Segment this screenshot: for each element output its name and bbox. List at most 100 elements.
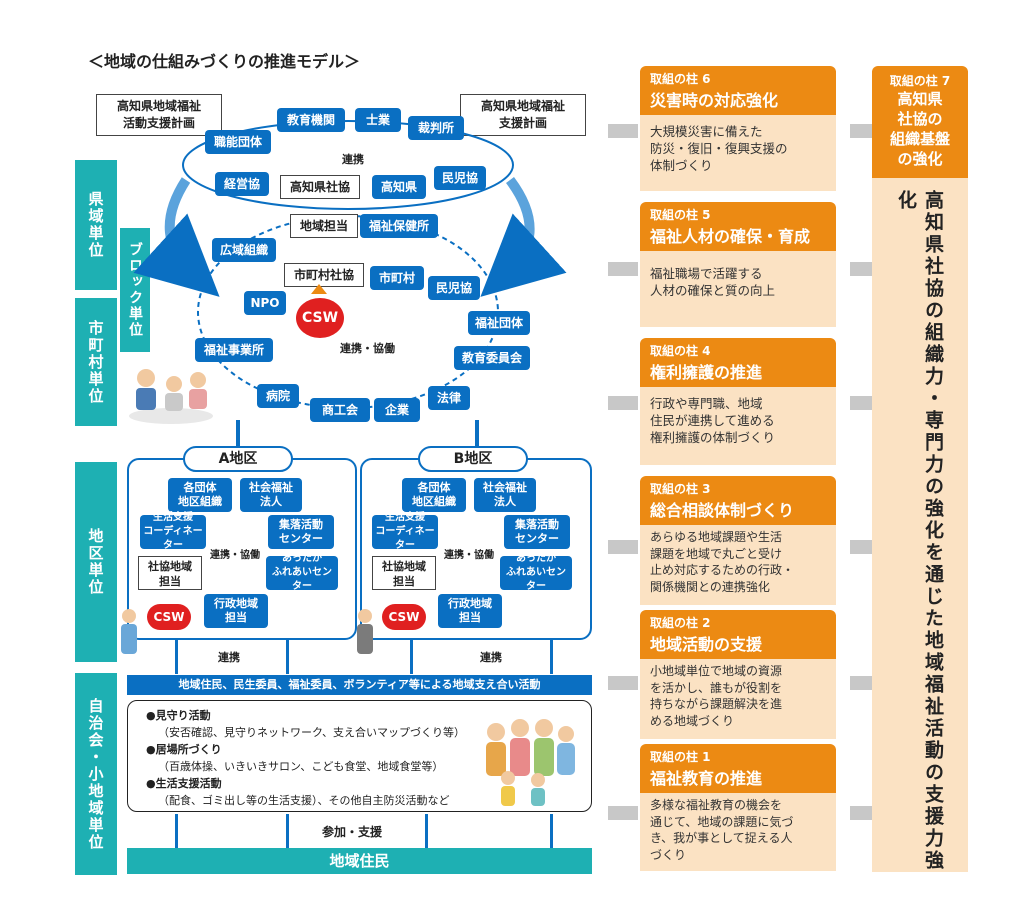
pillar-2-num: 取組の柱 2 xyxy=(650,616,711,630)
grey-arrow-3 xyxy=(608,540,638,554)
plan-left-line1: 高知県地域福祉 xyxy=(116,99,201,113)
district-b-shakyo: 社協地域担当 xyxy=(372,556,436,590)
pillar-3-title: 総合相談体制づくり xyxy=(650,501,795,520)
a-gyosei-1: 行政地域 xyxy=(214,597,258,610)
pillar-2-body-2: を活かし、誰もが役割を xyxy=(650,680,783,695)
pillar-3-body-3: 止め対応するための行政・ xyxy=(650,563,795,577)
level-community: 自治会・小地域単位 xyxy=(75,673,117,875)
b-org-1: 各団体 xyxy=(417,481,451,494)
grey-arrow-2 xyxy=(608,676,638,690)
grey-arrow-7-3 xyxy=(850,540,872,554)
node-hospital: 病院 xyxy=(257,384,299,408)
node-shigyo: 士業 xyxy=(355,108,401,132)
node-shokokai: 商工会 xyxy=(310,398,370,422)
node-keieikyo: 経営協 xyxy=(215,172,269,196)
family-illustration xyxy=(486,719,575,806)
pillar-1-num: 取組の柱 1 xyxy=(650,750,711,764)
arrow-a-2 xyxy=(286,640,289,674)
prefecture-link-label: 連携 xyxy=(342,153,364,166)
district-a-shakyo: 社協地域担当 xyxy=(138,556,202,590)
pillar-1-body-4: づくり xyxy=(650,847,687,862)
b-coord-2: コーディネーター xyxy=(375,526,435,551)
pillar-5-body-2: 人材の確保と質の向上 xyxy=(650,283,776,298)
district-b-welfare: 社会福祉法人 xyxy=(474,478,536,512)
a-org-2: 地区組織 xyxy=(178,495,222,508)
node-chiiki-tanto: 地域担当 xyxy=(290,214,358,238)
residents-activity-bar: 地域住民、民生委員、福祉委員、ボランティア等による地域支え合い活動 xyxy=(127,675,592,695)
district-a-title: A地区 xyxy=(183,446,293,472)
pillar-1-body-1: 多様な福祉教育の機会を xyxy=(650,798,783,812)
pillar-7: 取組の柱 7 高知県 社協の 組織基盤 の強化 高知県社協の組織力・専門力の強化… xyxy=(872,66,968,872)
residents-bar: 地域住民 xyxy=(127,848,592,874)
part-arrow-2 xyxy=(286,814,289,848)
pillar-5-num: 取組の柱 5 xyxy=(650,208,711,222)
a-coord-2: コーディネーター xyxy=(143,526,203,551)
link-label-a: 連携 xyxy=(218,651,240,664)
node-koiki: 広域組織 xyxy=(212,238,276,262)
b-coord-1: 生活支援 xyxy=(385,512,425,523)
grey-arrow-7-6 xyxy=(850,124,872,138)
link-label-b: 連携 xyxy=(480,651,502,664)
district-a-org: 各団体地区組織 xyxy=(168,478,232,512)
node-minjikyo-pref: 民児協 xyxy=(434,166,486,190)
node-education: 教育機関 xyxy=(277,108,345,132)
pillar-3-body-2: 課題を地域で丸ごと受け xyxy=(650,546,783,561)
page-title: ＜地域の仕組みづくりの推進モデル＞ xyxy=(88,52,361,71)
district-a-label: 連携・協働 xyxy=(210,550,260,561)
pillar-2-body-4: める地域づくり xyxy=(650,713,735,728)
pillar-6-body-1: 大規模災害に備えた xyxy=(650,124,763,139)
node-kyoiku-iinkai: 教育委員会 xyxy=(454,346,530,370)
pillar-7-body: 高知県社協の組織力・専門力の強化を通じた地域福祉活動の支援力強化 xyxy=(872,178,968,872)
arrow-b-2 xyxy=(550,640,553,674)
part-arrow-1 xyxy=(175,814,178,848)
activity-1-head: ●見守り活動 xyxy=(146,709,211,722)
node-hoken: 福祉保健所 xyxy=(360,214,438,238)
district-b-title: B地区 xyxy=(418,446,528,472)
arrow-a-1 xyxy=(175,640,178,674)
node-city: 市町村 xyxy=(370,266,424,290)
pillar-6-title: 災害時の対応強化 xyxy=(650,91,779,110)
district-a-fureai: あったかふれあいセンター xyxy=(266,553,338,592)
a-shakyo-2: 担当 xyxy=(159,575,181,588)
activities-list: ●見守り活動 （安否確認、見守りネットワーク、支え合いマップづくり等） ●居場所… xyxy=(146,707,465,809)
a-gyosei-2: 担当 xyxy=(225,611,247,624)
level-district: 地区単位 xyxy=(75,462,117,662)
b-welfare-1: 社会福祉 xyxy=(483,481,527,494)
pillar-7-title-2: 社協の xyxy=(897,110,943,128)
pillar-3-num: 取組の柱 3 xyxy=(650,482,711,496)
node-npo: NPO xyxy=(244,291,286,315)
district-b-csw: CSW xyxy=(382,604,426,630)
a-fureai-1: あったか xyxy=(282,553,322,564)
a-center-1: 集落活動 xyxy=(279,518,323,531)
b-shakyo-2: 担当 xyxy=(393,575,415,588)
node-kochi-pref: 高知県 xyxy=(372,175,426,199)
node-kigyo: 企業 xyxy=(374,398,420,422)
grey-arrow-4 xyxy=(608,396,638,410)
municipal-link-label: 連携・協働 xyxy=(340,342,395,355)
node-court: 裁判所 xyxy=(408,116,464,140)
district-b-fureai: あったかふれあいセンター xyxy=(500,553,572,592)
pillar-3-body-4: 関係機関との連携強化 xyxy=(650,579,770,594)
pillar-5-body-1: 福祉職場で活躍する xyxy=(650,266,763,281)
pillar-4-title: 権利擁護の推進 xyxy=(650,363,763,382)
pillar-7-title-1: 高知県 xyxy=(897,90,943,108)
plan-right-line1: 高知県地域福祉 xyxy=(480,99,565,113)
district-a-gyosei: 行政地域担当 xyxy=(204,594,268,628)
pillar-7-title-3: 組織基盤 xyxy=(889,130,950,148)
district-a-csw: CSW xyxy=(147,604,191,630)
a-fureai-2: ふれあいセンター xyxy=(272,567,332,592)
pillar-7-num: 取組の柱 7 xyxy=(889,74,951,88)
grey-arrow-7-2 xyxy=(850,676,872,690)
pillar-6-num: 取組の柱 6 xyxy=(650,72,711,86)
person-icon-a xyxy=(121,609,137,654)
node-professional: 職能団体 xyxy=(205,130,271,154)
b-fureai-2: ふれあいセンター xyxy=(506,567,566,592)
pillar-4-num: 取組の柱 4 xyxy=(650,344,711,358)
arrow-ring-a xyxy=(236,420,240,446)
a-coord-1: 生活支援 xyxy=(153,512,193,523)
a-center-2: センター xyxy=(279,532,323,545)
